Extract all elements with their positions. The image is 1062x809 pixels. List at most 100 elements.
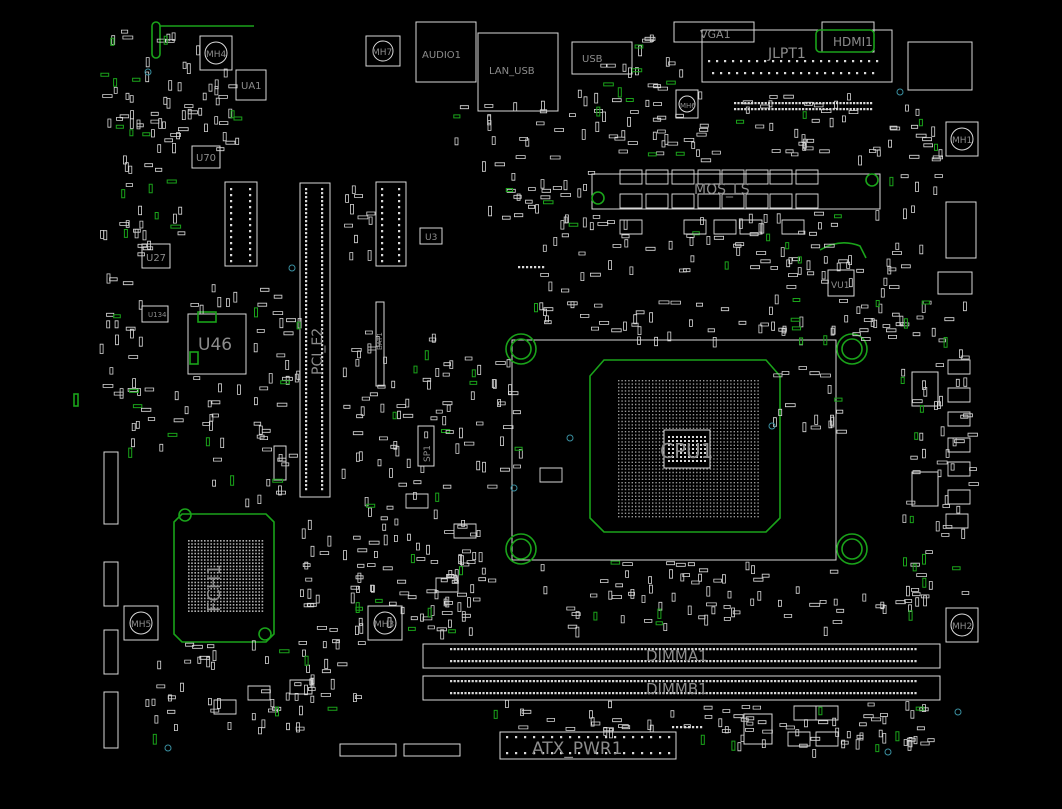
cpu-mount-hole-bl (505, 533, 537, 565)
smd-zone-6 (190, 284, 283, 315)
smd-green-zone-33 (355, 602, 360, 613)
smd-zone-38 (880, 242, 924, 298)
vu1-trace (819, 242, 867, 259)
u46-chip (187, 313, 247, 375)
cpu-mount-hole-tl (505, 333, 537, 365)
right-connector-4 (911, 471, 939, 507)
smd-zone-29 (540, 561, 845, 638)
label-u3: U3 (425, 233, 437, 243)
pci-pins-right (321, 188, 324, 491)
bottom-header-1 (339, 743, 397, 757)
dimma1-pins-top (450, 648, 917, 651)
smd-zone-37 (622, 34, 670, 78)
left-header-1 (103, 451, 119, 525)
smd-green-zone-1 (230, 110, 243, 121)
smd-green-zone-16 (408, 566, 463, 634)
mh-circle-4 (204, 41, 228, 65)
fch-balls (188, 540, 264, 612)
fch-corner-tl (178, 508, 192, 522)
smd-zone-13 (341, 330, 454, 479)
header-b-pins-left (381, 188, 384, 263)
smd-zone-19 (540, 214, 609, 293)
header-pins (230, 60, 917, 755)
label-mh6: MH6 (680, 102, 696, 110)
pad-blocks (213, 169, 971, 747)
mh-circle-3 (373, 611, 397, 635)
smd-green-zone-10 (275, 649, 338, 717)
right-connector-2 (937, 271, 973, 295)
smd-green-zone-8 (205, 437, 284, 486)
label-u134: U134 (148, 311, 167, 319)
smd-green-zone-30 (493, 709, 498, 719)
major-outlines (103, 21, 977, 760)
mos-hole-left (591, 191, 605, 205)
right-connector-3 (911, 371, 939, 407)
smd-zone-2 (123, 119, 186, 257)
cpu-center-key (663, 429, 711, 469)
header-a-pins-right (249, 188, 252, 263)
smd-zone-27 (862, 573, 927, 614)
cpu-pins (618, 380, 759, 518)
cpu-mount-hole-tr-inner (841, 338, 863, 360)
smd-green-zone-20 (625, 98, 807, 157)
u46-pad (189, 351, 199, 365)
label-usb: USB (582, 54, 603, 65)
smd-zone-21 (607, 210, 880, 275)
label-dimmb1: DIMMB1 (646, 680, 708, 698)
jlpt-connector (701, 29, 893, 83)
row-pins-b (672, 726, 703, 729)
smd-zone-8 (202, 420, 298, 508)
smd-green-zone-15 (355, 492, 440, 611)
header-b-pins-right (398, 188, 401, 263)
label-mh5: MH5 (131, 620, 151, 630)
label-fch1: FCH1 (204, 564, 225, 612)
mh-box-4 (199, 35, 233, 71)
u134-chip (141, 305, 169, 323)
smd-green-zone-5 (128, 388, 178, 458)
smd-zone-35 (430, 590, 473, 636)
left-header-2 (103, 561, 119, 607)
smd-green-zone-25 (889, 118, 938, 187)
mounting-holes (123, 35, 979, 643)
smd-green-zone-24 (875, 300, 880, 308)
smd-green-zone-21 (692, 214, 842, 270)
atx-pins-top (506, 736, 671, 739)
rear-pins-1 (734, 102, 873, 105)
label-pci-e2: PCI_E2 (310, 328, 326, 375)
rear-pins-2 (734, 108, 873, 111)
smd-zone-3 (100, 220, 148, 286)
smd-green-zone-37 (634, 44, 644, 49)
label-u70: U70 (196, 153, 216, 164)
bottom-chip-right (743, 713, 773, 745)
mh-circle-2 (950, 613, 974, 637)
header-a-pins-left (230, 188, 233, 263)
smd-zone-25 (873, 104, 943, 178)
label-ua1: UA1 (241, 81, 262, 92)
vias (144, 68, 962, 756)
smd-green-zone-35 (427, 607, 432, 618)
usb-connector (571, 41, 633, 75)
smd-green-zone-36 (603, 68, 676, 98)
smd-green-zone-4 (113, 314, 143, 409)
cpu-mount-hole-tr (836, 333, 868, 365)
mh-box-3 (367, 605, 403, 641)
smd-zone-1 (166, 92, 240, 152)
label-dimma1: DIMMA1 (646, 647, 708, 665)
pci-e2-slot (299, 182, 331, 498)
bottom-header-2 (403, 743, 461, 757)
label-mh2: MH2 (952, 622, 972, 632)
label-hdmi1: HDMI1 (833, 35, 873, 49)
dimmb1-pins-bottom (450, 692, 917, 695)
small-components (99, 29, 979, 758)
smd-green-zone-9 (296, 321, 301, 330)
smd-green-zone-17 (453, 106, 601, 119)
mos-area (591, 173, 881, 210)
label-u27: U27 (146, 253, 166, 264)
smd-green-zone-27 (908, 610, 913, 621)
label-mh1: MH1 (952, 136, 972, 146)
smd-zone-30 (505, 699, 787, 739)
right-connector-1 (945, 201, 977, 259)
smd-green-zone-26 (900, 300, 961, 588)
atx-pwr1-connector (499, 731, 677, 760)
audio1-connector (415, 21, 477, 83)
